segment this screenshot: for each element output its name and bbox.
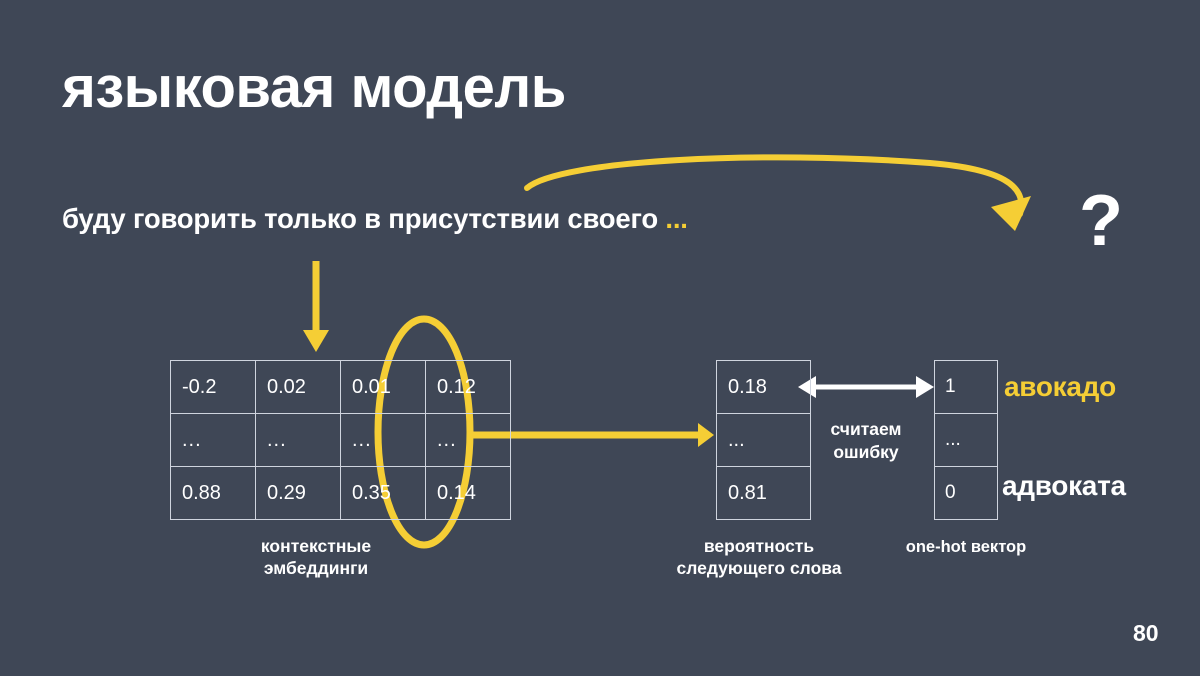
table-cell: 1 [934,360,998,414]
table-cell: 0.29 [255,466,341,520]
question-mark: ? [1079,181,1123,261]
context-embeddings-table: -0.2 0.02 0.01 0.12 ... ... ... ... 0.88… [170,360,511,520]
table-cell: 0.88 [170,466,256,520]
predicted-word-label: авокадо [1004,371,1116,402]
table-row: 0 [934,466,998,520]
embeddings-caption: контекстные эмбеддинги [186,536,446,580]
table-cell: ... [340,413,426,467]
table-row: ... [716,413,811,467]
prompt-sentence: буду говорить только в присутствии своег… [62,203,688,235]
table-row: 1 [934,360,998,414]
probability-caption: вероятность следующего слова [628,536,890,580]
probability-caption-line1: вероятность [703,536,815,556]
table-cell: 0.14 [425,466,511,520]
probability-caption-line2: следующего слова [676,557,842,578]
table-cell: 0.35 [340,466,426,520]
table-cell: 0.18 [716,360,811,414]
table-cell: -0.2 [170,360,256,414]
table-cell: ... [934,413,998,467]
table-row: 0.81 [716,466,811,520]
table-cell: 0.81 [716,466,811,520]
onehot-vector-table: 1 ... 0 [934,360,998,520]
probability-vector-table: 0.18 ... 0.81 [716,360,811,520]
embeddings-caption-line2: эмбеддинги [263,557,369,578]
page-title: языковая модель [62,55,566,120]
table-row: 0.88 0.29 0.35 0.14 [170,466,511,520]
table-cell: ... [716,413,811,467]
page-number: 80 [1133,620,1159,646]
prompt-sentence-text: буду говорить только в присутствии своег… [62,203,666,234]
table-row: ... [934,413,998,467]
down-arrow-to-embeddings [303,261,329,352]
loss-label-line1: считаем [830,419,902,439]
target-word-label: адвоката [1002,470,1126,501]
loss-label: считаем ошибку [806,418,926,464]
embeddings-caption-line1: контекстные [260,536,372,556]
loss-double-arrow [798,376,934,398]
table-row: ... ... ... ... [170,413,511,467]
table-cell: 0.02 [255,360,341,414]
table-cell: ... [255,413,341,467]
table-cell: 0.12 [425,360,511,414]
loss-label-line2: ошибку [833,441,899,462]
table-cell: ... [170,413,256,467]
table-row: 0.18 [716,360,811,414]
prompt-sentence-ellipsis: ... [665,203,688,234]
onehot-caption: one-hot вектор [905,538,1027,556]
table-cell: 0 [934,466,998,520]
table-cell: ... [425,413,511,467]
table-row: -0.2 0.02 0.01 0.12 [170,360,511,414]
table-cell: 0.01 [340,360,426,414]
